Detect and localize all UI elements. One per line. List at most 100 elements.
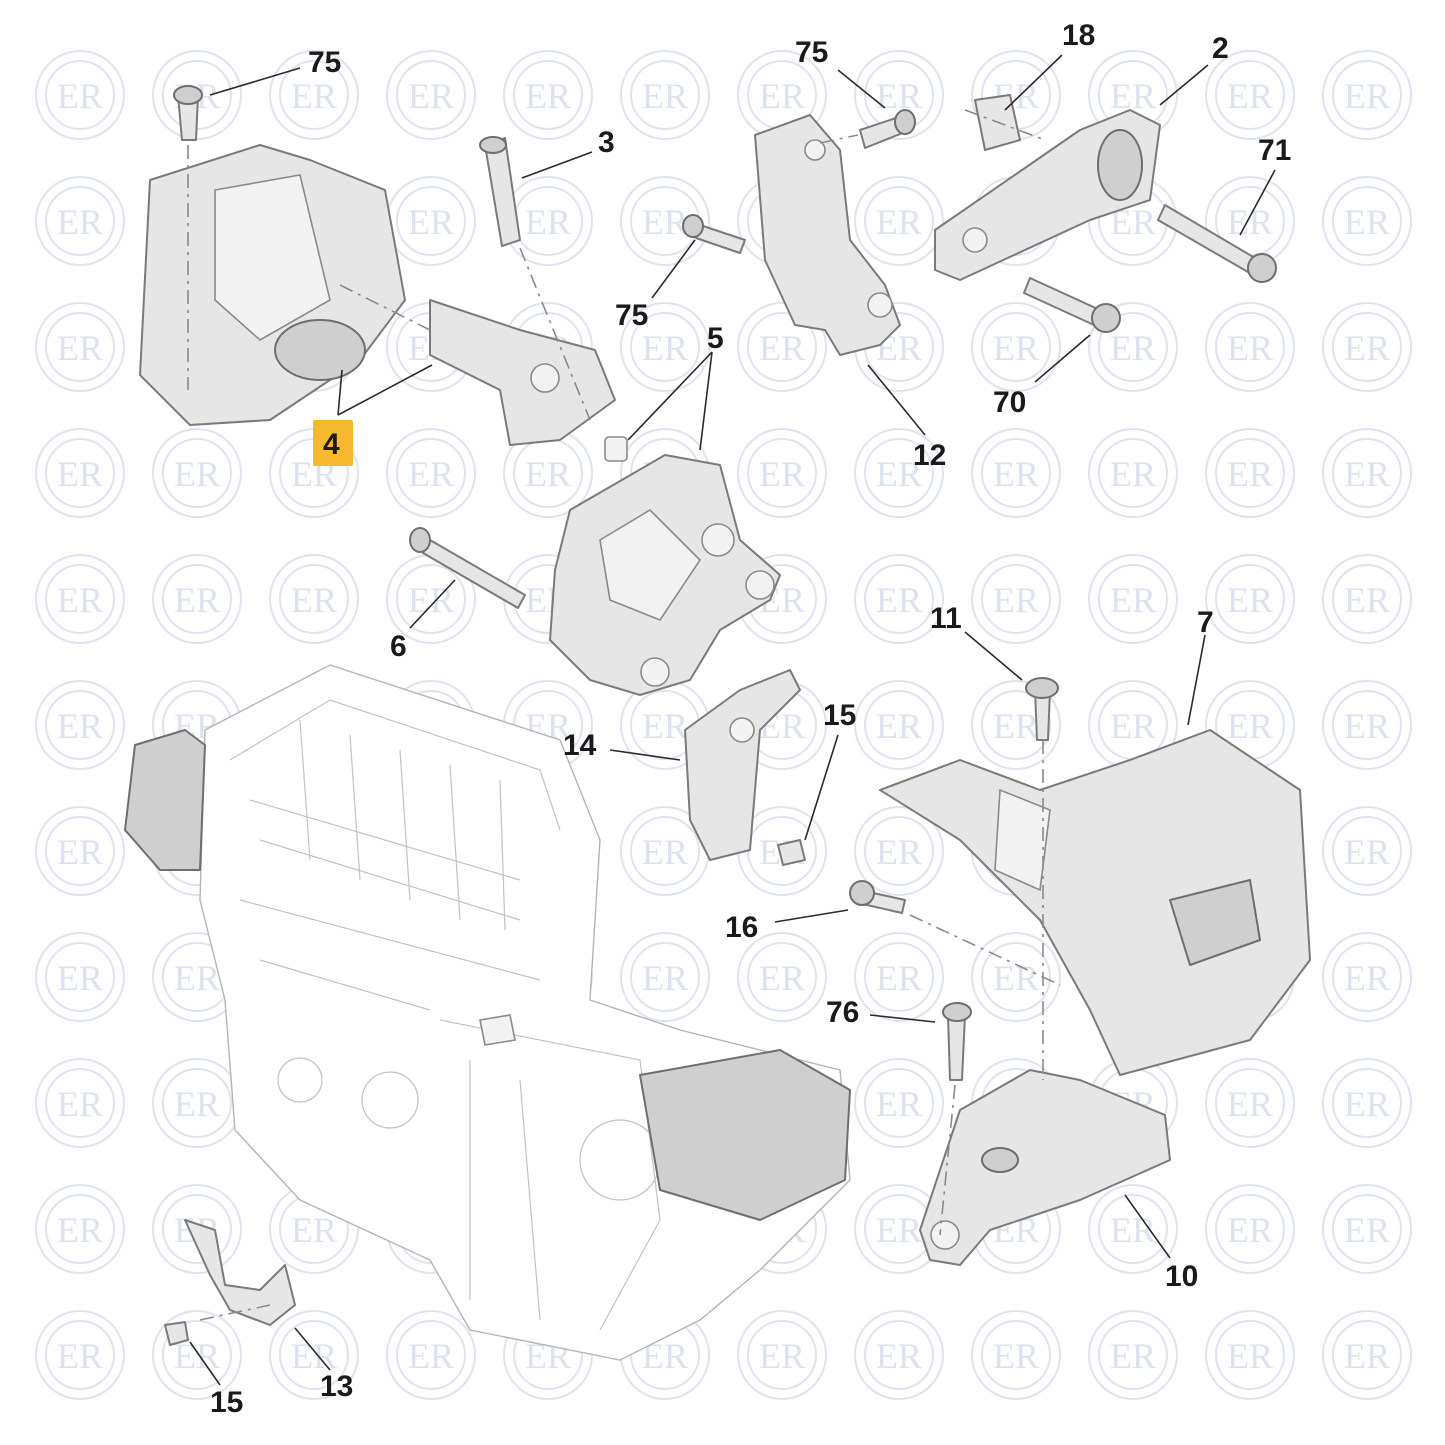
svg-text:ER: ER [642,706,688,746]
callout-5: 5 [707,322,724,355]
watermark-stamp: ER [1322,1184,1412,1274]
callout-4: 4 [323,428,340,461]
svg-text:ER: ER [642,202,688,242]
part-75-bolts [173,85,916,254]
callout-12: 12 [913,439,946,472]
svg-text:ER: ER [993,328,1039,368]
watermark-stamp: ER [269,50,359,140]
svg-text:ER: ER [1227,706,1273,746]
watermark-stamp: ER [1205,50,1295,140]
svg-text:ER: ER [642,328,688,368]
svg-text:ER: ER [1227,202,1273,242]
watermark-stamp: ER [737,1310,827,1400]
svg-text:ER: ER [876,202,922,242]
watermark-stamp: ER [1088,1310,1178,1400]
callout-14: 14 [563,729,597,762]
watermark-stamp: ER [854,554,944,644]
svg-text:ER: ER [759,454,805,494]
part-5-bracket [549,454,781,696]
watermark-stamp: ER [1322,428,1412,518]
svg-text:ER: ER [1110,1210,1156,1250]
svg-text:ER: ER [1227,76,1273,116]
watermark-stamp: ER [35,554,125,644]
part-11-bolt [1025,677,1059,741]
svg-text:ER: ER [57,328,103,368]
callout-13: 13 [320,1370,353,1403]
svg-text:ER: ER [525,454,571,494]
callout-3: 3 [598,126,615,159]
part-14-bracket [684,669,806,866]
part-12-bracket [754,114,901,356]
callout-15-middle: 15 [823,699,856,732]
watermark-stamp: ER [1205,428,1295,518]
svg-text:ER: ER [876,958,922,998]
svg-text:ER: ER [174,580,220,620]
watermark-stamp: ER [503,50,593,140]
svg-text:ER: ER [57,202,103,242]
svg-text:ER: ER [759,76,805,116]
svg-text:ER: ER [1344,832,1390,872]
watermark-stamp: ER [854,1058,944,1148]
watermark-stamp: ER [269,554,359,644]
callout-2: 2 [1212,32,1229,65]
svg-text:ER: ER [57,832,103,872]
watermark-stamp: ER [152,554,242,644]
watermark-stamp: ER [35,806,125,896]
svg-text:ER: ER [876,1336,922,1376]
callout-75-top-left: 75 [308,46,341,79]
svg-text:ER: ER [408,76,454,116]
callout-10: 10 [1165,1260,1198,1293]
svg-text:ER: ER [1227,328,1273,368]
svg-text:ER: ER [1227,454,1273,494]
part-4-engine-mount [139,144,628,462]
watermark-stamp: ER [1322,1058,1412,1148]
watermark-stamp: ER [1205,1184,1295,1274]
svg-text:ER: ER [642,76,688,116]
watermark-stamp: ER [854,428,944,518]
watermark-stamp: ER [1322,302,1412,392]
svg-text:ER: ER [993,706,1039,746]
watermark-stamp: ER [1205,1310,1295,1400]
svg-text:ER: ER [57,1084,103,1124]
callout-76: 76 [826,996,859,1029]
svg-text:ER: ER [1227,1084,1273,1124]
watermark-stamp: ER [35,176,125,266]
watermark-stamp: ER [971,302,1061,392]
part-16-76-bolts [849,880,972,1081]
watermark-stamp: ER [854,932,944,1022]
svg-text:ER: ER [408,202,454,242]
svg-text:ER: ER [876,1084,922,1124]
watermark-stamp: ER [1322,176,1412,266]
watermark-stamp: ER [35,680,125,770]
svg-text:ER: ER [291,76,337,116]
svg-text:ER: ER [57,76,103,116]
watermark-stamp: ER [737,932,827,1022]
callout-6: 6 [390,630,407,663]
watermark-stamp: ER [1088,680,1178,770]
svg-text:ER: ER [759,328,805,368]
svg-text:ER: ER [993,580,1039,620]
watermark-stamp: ER [854,302,944,392]
part-2-torque-rod [934,109,1161,281]
callout-70: 70 [993,386,1026,419]
part-10-lower-mount [919,1069,1171,1266]
svg-text:ER: ER [174,958,220,998]
svg-text:ER: ER [1344,580,1390,620]
svg-text:ER: ER [291,1210,337,1250]
watermark-stamp: ER [1322,50,1412,140]
svg-text:ER: ER [642,958,688,998]
svg-text:ER: ER [1344,76,1390,116]
svg-text:ER: ER [1344,1336,1390,1376]
watermark-stamp: ER [620,50,710,140]
watermark-stamp: ER [620,932,710,1022]
svg-text:ER: ER [1110,454,1156,494]
watermark-stamp: ER [35,932,125,1022]
watermark-stamp: ER [35,428,125,518]
svg-text:ER: ER [876,1210,922,1250]
svg-text:ER: ER [1344,328,1390,368]
svg-text:ER: ER [1227,580,1273,620]
svg-text:ER: ER [57,958,103,998]
watermark-stamp: ER [1322,554,1412,644]
watermark-stamp: ER [1322,680,1412,770]
watermark-stamp: ER [737,428,827,518]
